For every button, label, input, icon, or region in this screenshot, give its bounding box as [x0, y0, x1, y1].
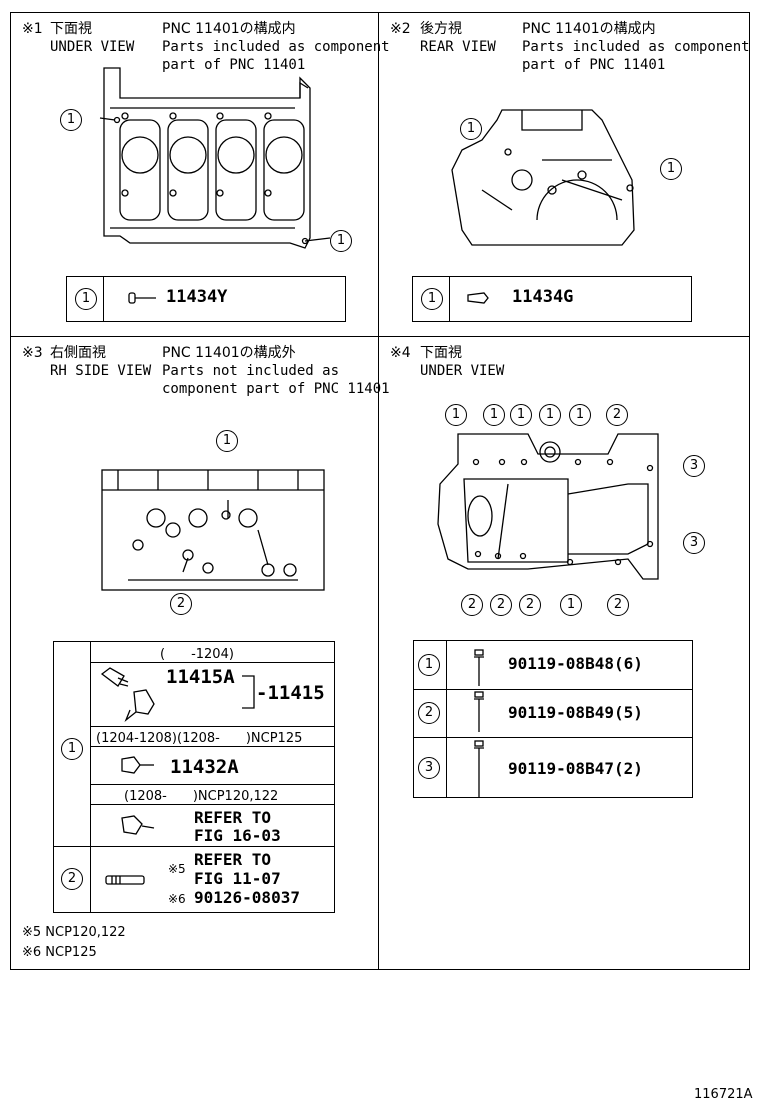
- panel-divider-vertical: [378, 12, 379, 969]
- panel2-parts-table: [412, 276, 692, 322]
- panel1-pnc: PNC 11401の構成内: [162, 21, 296, 37]
- panel3-date-range-1: ( -1204): [160, 647, 234, 662]
- diagram-frame: [10, 12, 750, 970]
- panel1-title-en: UNDER VIEW: [50, 39, 135, 55]
- panel4-callout-3a: 3: [683, 455, 705, 477]
- panel1-callout-1a: 1: [60, 109, 82, 131]
- cylinder-block-under-view: [99, 67, 331, 249]
- panel4-table-ref-1: 1: [418, 654, 440, 676]
- panel3-part-90126: 90126-08037: [194, 888, 300, 907]
- sensor-icon: [100, 667, 155, 723]
- panel3-title-en: RH SIDE VIEW: [50, 363, 152, 379]
- panel4-parts-table: [413, 640, 693, 798]
- panel1-part-number: 11434Y: [166, 287, 228, 307]
- panel1-mark: ※1: [22, 21, 43, 37]
- panel1-table-ref: 1: [75, 288, 97, 310]
- panel3-parts-table: [53, 641, 335, 913]
- plug-icon: [128, 292, 156, 304]
- panel3-part-11432a: 11432A: [170, 756, 239, 778]
- panel2-callout-1a: 1: [460, 118, 482, 140]
- stud-bolt-icon: [105, 875, 145, 885]
- panel3-date-range-2: (1204-1208)(1208- )NCP125: [96, 731, 303, 746]
- panel4-callout-1d: 1: [539, 404, 561, 426]
- panel4-callout-1c: 1: [510, 404, 532, 426]
- panel3-desc-2: component part of PNC 11401: [162, 381, 390, 397]
- panel4-callout-1b: 1: [483, 404, 505, 426]
- panel4-callout-1a: 1: [445, 404, 467, 426]
- panel3-date-range-3: (1208- )NCP120,122: [124, 789, 279, 804]
- panel4-table-ref-3: 3: [418, 757, 440, 779]
- panel1-desc-2: part of PNC 11401: [162, 57, 306, 73]
- panel3-table-ref-2: 2: [61, 868, 83, 890]
- panel2-table-ref: 1: [421, 288, 443, 310]
- panel2-callout-1b: 1: [660, 158, 682, 180]
- panel-divider-horizontal: [10, 336, 750, 337]
- panel3-refer-1b: FIG 16-03: [194, 826, 281, 845]
- bracket-line: [242, 675, 255, 709]
- panel3-callout-1: 1: [216, 430, 238, 452]
- panel3-refer-2a: REFER TO: [194, 850, 272, 869]
- cylinder-block-rear-view: [451, 109, 635, 246]
- bolt-icon: [474, 691, 484, 732]
- panel4-callout-1e: 1: [569, 404, 591, 426]
- bolt-icon: [474, 649, 484, 686]
- sensor-icon: [121, 756, 154, 774]
- panel4-title-jp: 下面視: [420, 345, 462, 361]
- figure-reference: 116721A: [694, 1087, 753, 1102]
- panel4-callout-2e: 2: [607, 594, 629, 616]
- panel2-part-number: 11434G: [512, 287, 574, 307]
- bolt-icon: [474, 740, 484, 797]
- panel3-table-ref-1: 1: [61, 738, 83, 760]
- panel3-note-6: ※6 NCP125: [22, 945, 97, 960]
- panel2-desc-1: Parts included as component: [522, 39, 750, 55]
- panel4-callout-3b: 3: [683, 532, 705, 554]
- panel3-mark: ※3: [22, 345, 43, 361]
- panel1-desc-1: Parts included as component: [162, 39, 390, 55]
- panel1-callout-1b: 1: [330, 230, 352, 252]
- cylinder-block-side-view: [101, 469, 325, 591]
- panel3-mark-6: ※6: [168, 892, 186, 906]
- panel4-callout-2a: 2: [606, 404, 628, 426]
- panel3-title-jp: 右側面視: [50, 345, 106, 361]
- panel3-callout-2: 2: [170, 593, 192, 615]
- panel3-desc-1: Parts not included as: [162, 363, 340, 379]
- panel3-pnc: PNC 11401の構成外: [162, 345, 296, 361]
- panel2-desc-2: part of PNC 11401: [522, 57, 666, 73]
- panel4-callout-2c: 2: [490, 594, 512, 616]
- panel3-refer-2b: FIG 11-07: [194, 869, 281, 888]
- oil-pan-under-view: [437, 433, 659, 580]
- panel2-title-jp: 後方視: [420, 21, 462, 37]
- panel4-part-3: 90119-08B47(2): [508, 759, 643, 778]
- panel3-part-11415a: 11415A: [166, 666, 235, 688]
- panel4-callout-2b: 2: [461, 594, 483, 616]
- panel4-title-en: UNDER VIEW: [420, 363, 505, 379]
- panel2-pnc: PNC 11401の構成内: [522, 21, 656, 37]
- panel4-callout-1f: 1: [560, 594, 582, 616]
- panel4-callout-2d: 2: [519, 594, 541, 616]
- panel4-part-2: 90119-08B49(5): [508, 703, 643, 722]
- panel2-title-en: REAR VIEW: [420, 39, 496, 55]
- panel1-title-jp: 下面視: [50, 21, 92, 37]
- panel3-refer-1a: REFER TO: [194, 808, 272, 827]
- panel2-mark: ※2: [390, 21, 411, 37]
- sensor-icon: [121, 815, 155, 835]
- panel3-note-5: ※5 NCP120,122: [22, 925, 126, 940]
- panel3-part-11415: -11415: [256, 682, 325, 704]
- panel4-table-ref-2: 2: [418, 702, 440, 724]
- plug-icon: [467, 292, 489, 304]
- panel1-parts-table: [66, 276, 346, 322]
- panel3-mark-5: ※5: [168, 862, 186, 876]
- panel4-mark: ※4: [390, 345, 411, 361]
- panel4-part-1: 90119-08B48(6): [508, 654, 643, 673]
